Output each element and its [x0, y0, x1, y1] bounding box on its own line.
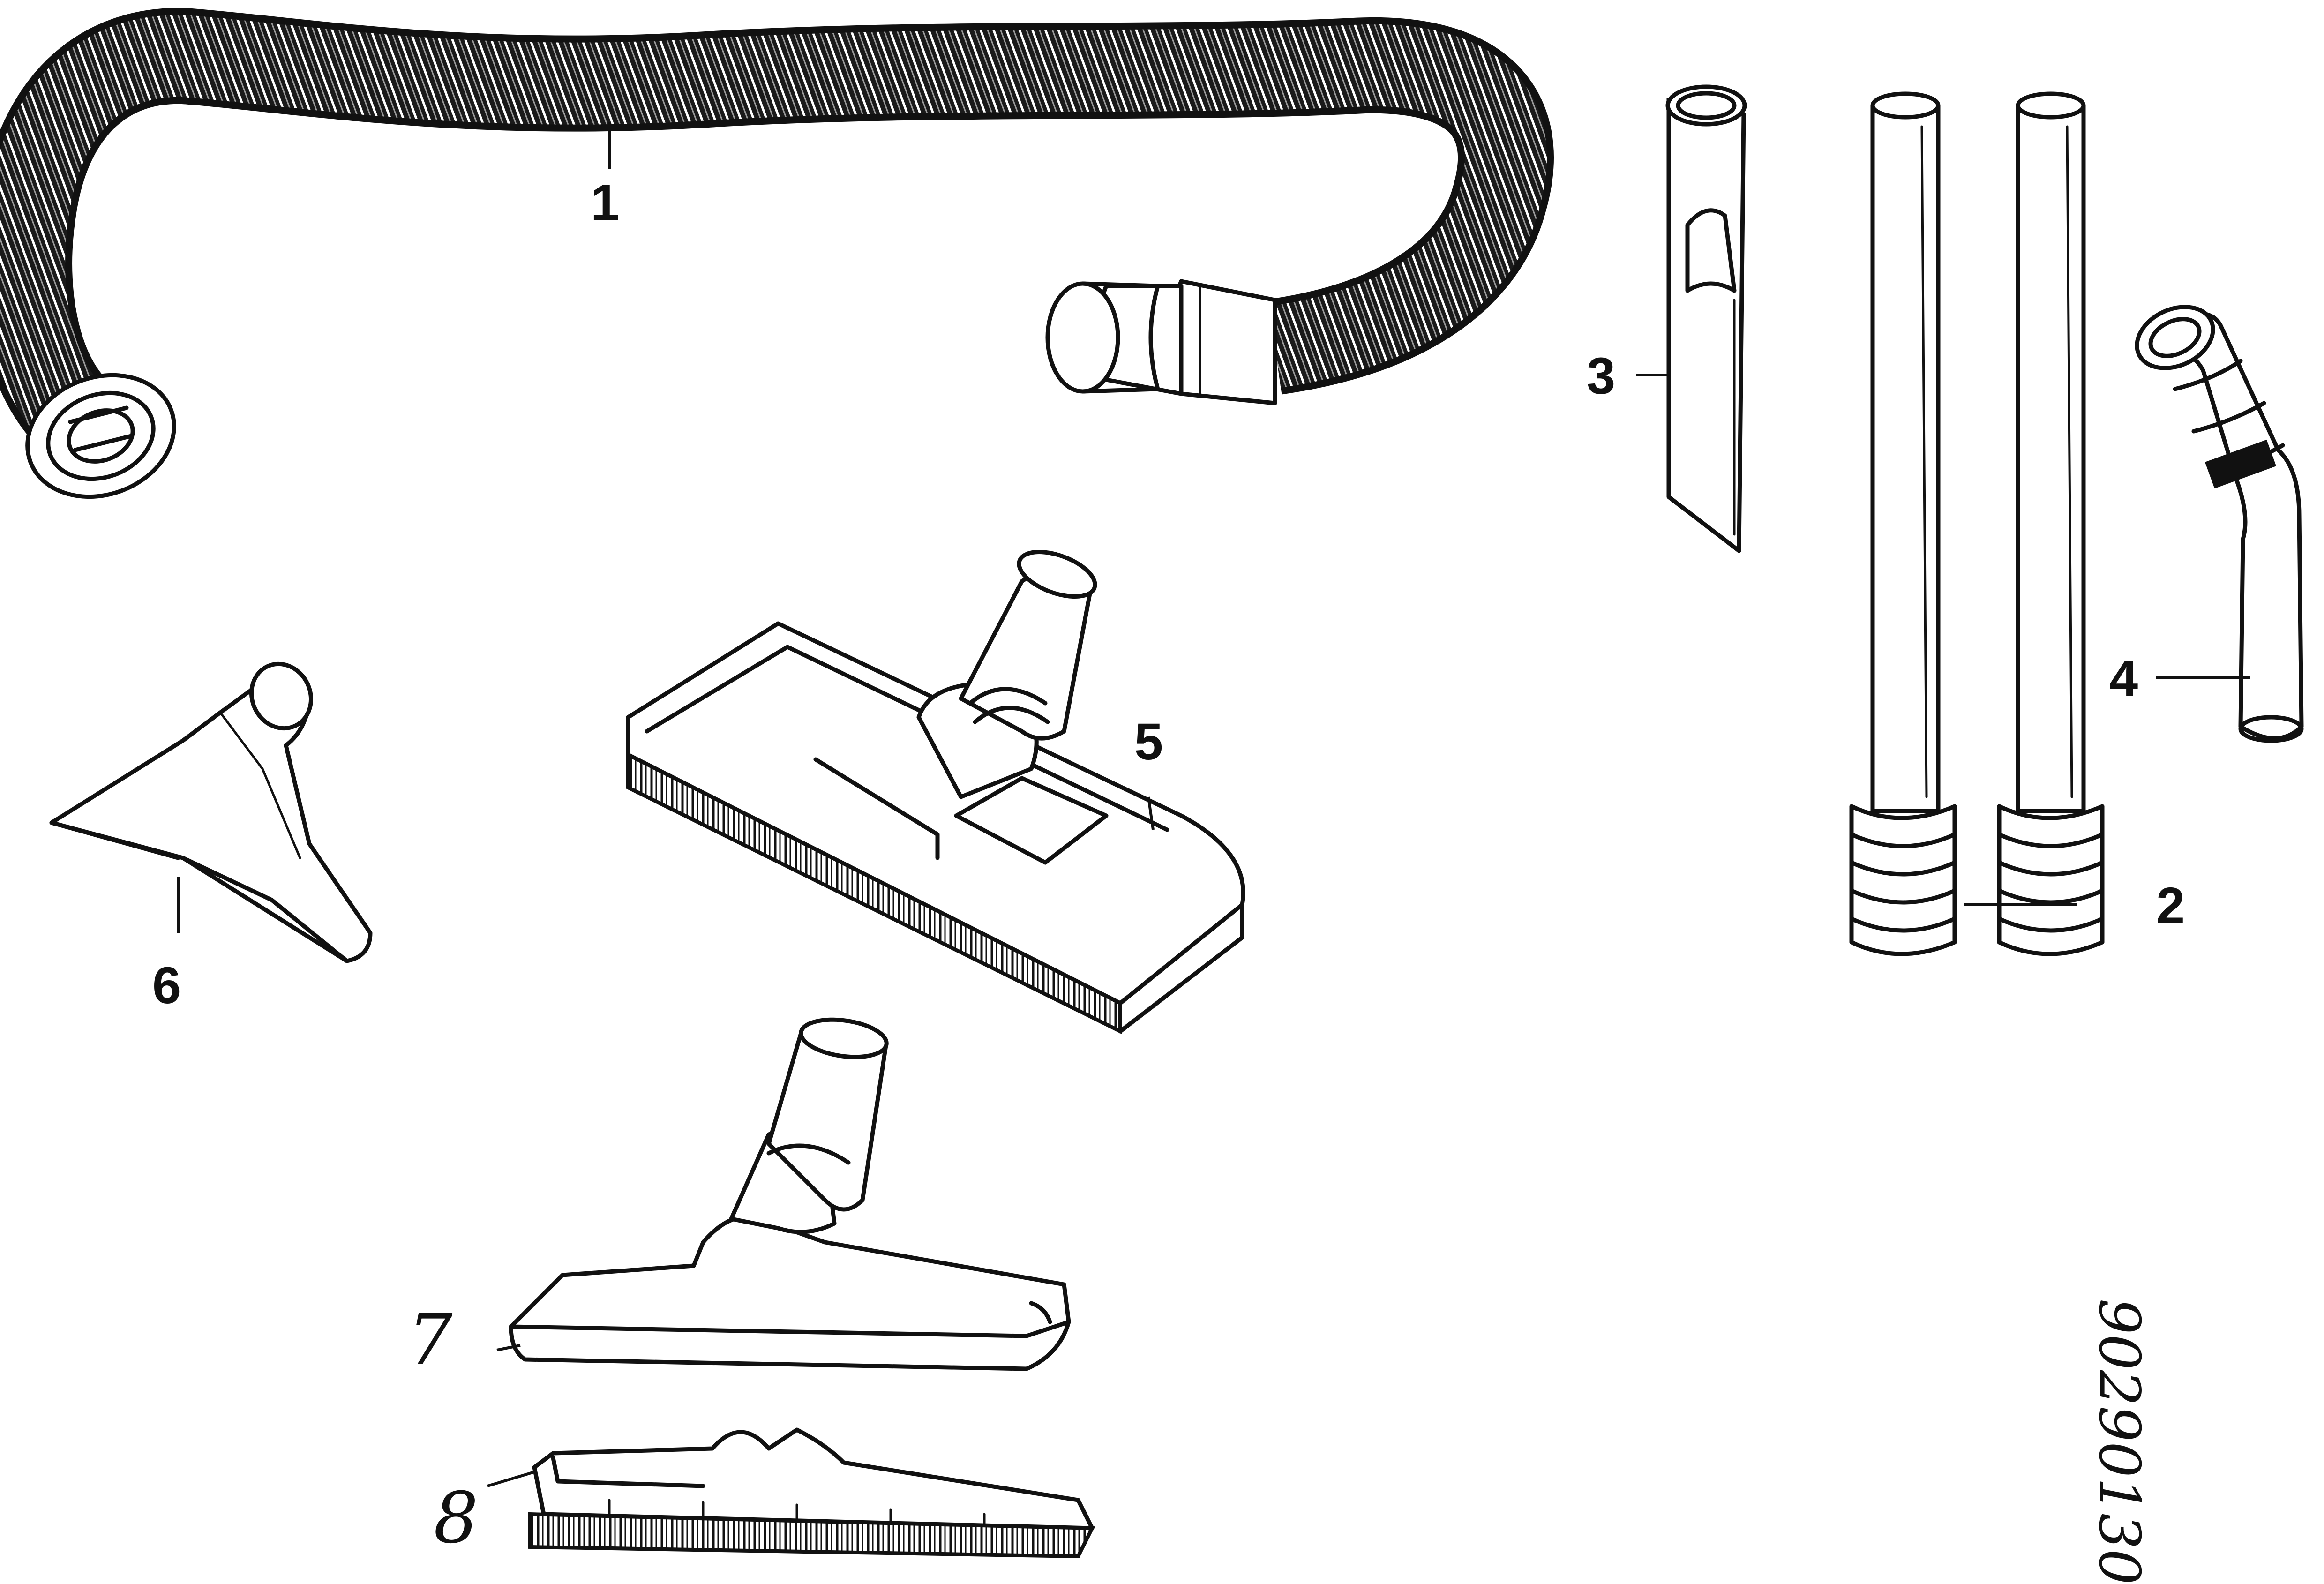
callout-6: 6	[152, 957, 181, 1014]
callout-2: 2	[2156, 877, 2185, 935]
curved-adapter	[2135, 305, 2304, 743]
squeegee-insert	[528, 1427, 1095, 1559]
callout-3: 3	[1587, 347, 1615, 405]
extension-tube-left	[1849, 91, 1957, 956]
extension-tube-right	[1997, 91, 2105, 956]
callout-5: 5	[1134, 713, 1163, 771]
wet-floor-nozzle	[509, 1017, 1071, 1371]
callout-1: 1	[591, 174, 619, 232]
callout-8: 8	[434, 1478, 478, 1559]
callout-4: 4	[2109, 650, 2138, 707]
hose-fitting-right	[1045, 279, 1277, 405]
leader-8	[487, 1471, 535, 1487]
drawing-code: 90290130	[2086, 1299, 2152, 1584]
hose-cuff-left	[25, 373, 176, 499]
leader-5	[1147, 796, 1155, 830]
upholstery-nozzle	[49, 661, 373, 963]
crevice-tool	[1665, 84, 1747, 553]
extension-tubes	[1849, 91, 2105, 956]
callout-7: 7	[408, 1299, 453, 1381]
combination-floor-nozzle	[626, 549, 1245, 1035]
leader-lines	[177, 122, 2250, 1487]
hose	[0, 8, 1554, 499]
leader-7	[496, 1344, 521, 1351]
